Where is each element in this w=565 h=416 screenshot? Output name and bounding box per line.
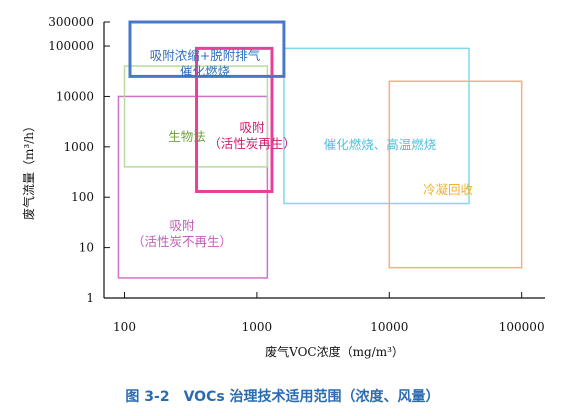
x-tick-label: 100 [113,320,136,334]
figure-caption: 图 3-2 VOCs 治理技术适用范围（浓度、风量） [125,389,440,405]
ticks-layer: 100 1000 10000 100000 1 10 100 1000 10000 100000 3… [48,15,544,334]
y-tick-label: 100 [71,190,94,204]
region-box-0 [117,95,269,279]
region-label-0: 吸附（活性炭不再生） [132,218,232,249]
y-axis-title: 废气流量（m³/h） [21,120,36,220]
region-label-1: 生物法 [168,129,206,144]
voc-technology-chart: 100 1000 10000 100000 1 10 100 1000 10000 100000 3… [21,15,545,359]
axes-layer [103,22,545,299]
region-label-4: 冷凝回收 [423,182,474,197]
region-box-3 [283,47,470,205]
region-label-5: 吸附浓缩+脱附排气催化燃烧 [150,48,261,79]
x-tick-label: 10000 [370,320,408,334]
y-tick-label: 1000 [63,140,94,154]
regions-layer [117,20,523,279]
y-tick-label: 1 [86,291,94,305]
y-tick-label: 10 [79,241,94,255]
x-tick-label: 100000 [499,320,545,334]
region-box-2 [195,46,274,193]
y-tick-label: 10000 [56,89,94,103]
y-tick-label: 100000 [48,39,94,53]
region-box-4 [388,80,523,269]
region-label-3: 催化燃烧、高温燃烧 [324,137,437,152]
region-box-5 [128,20,286,78]
x-tick-label: 1000 [242,320,273,334]
y-tick-label: 300000 [48,15,94,29]
region-label-2: 吸附（活性炭再生） [208,120,296,151]
x-axis-title: 废气VOC浓度（mg/m³） [265,344,404,359]
